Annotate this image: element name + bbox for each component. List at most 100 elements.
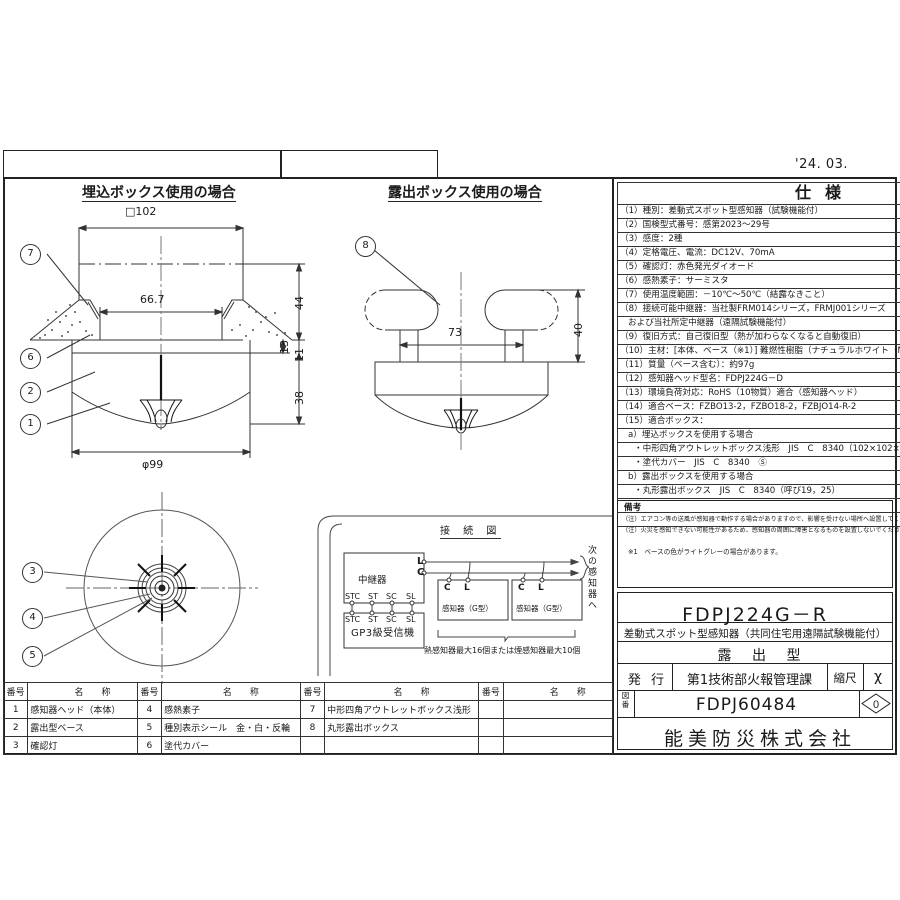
drawing-no-label: 図番 bbox=[617, 690, 635, 717]
table-row: 2 露出型ベース 5 種別表示シール 金・白・反輪 8 丸形露出ボックス bbox=[2, 718, 614, 737]
drawing-number: FDPJ60484 bbox=[634, 690, 860, 717]
balloon-3: 3 bbox=[22, 562, 43, 583]
scale-value-text: χ bbox=[873, 669, 883, 685]
detector2-terminal-c: C bbox=[518, 583, 525, 593]
part-name: 丸形露出ボックス bbox=[324, 718, 480, 737]
spec-row: ・中形四角アウトレットボックス浅形 JIS C 8340（102×102×44） bbox=[616, 442, 900, 457]
balloon-1: 1 bbox=[20, 414, 41, 435]
product-type: 露 出 型 bbox=[717, 648, 809, 664]
part-no: 2 bbox=[2, 718, 29, 737]
drawing-number-text: FDPJ60484 bbox=[695, 695, 798, 715]
parts-col-name-header: 名称 bbox=[324, 682, 480, 701]
spec-row: a）埋込ボックスを使用する場合 bbox=[616, 428, 900, 443]
balloon-5: 5 bbox=[22, 646, 43, 667]
company-name-text: 能美防災株式会社 bbox=[663, 728, 856, 750]
receiver-terminal-sc: SC bbox=[386, 615, 397, 624]
spec-row: （11）質量（ベース含む）：約97g bbox=[616, 358, 900, 373]
part-no: 7 bbox=[299, 700, 326, 719]
part-no: 3 bbox=[2, 736, 29, 755]
part-name: 確認灯 bbox=[27, 736, 138, 755]
part-no: 8 bbox=[299, 718, 326, 737]
title-block-issue-row bbox=[617, 663, 893, 691]
parts-col-no-header: 番号 bbox=[478, 682, 504, 701]
detector1-label: 感知器（G型） bbox=[442, 604, 493, 613]
detector2-terminal-l: L bbox=[538, 583, 544, 593]
capacity-note: 熱感知器最大16個または煙感知器最大10個 bbox=[424, 646, 581, 655]
balloon-4: 4 bbox=[22, 608, 43, 629]
product-description: 差動式スポット型感知器（共同住宅用遠隔試験機能付） bbox=[623, 628, 887, 640]
relay-terminal-st: ST bbox=[368, 592, 378, 601]
part-name: 塗代カバー bbox=[161, 736, 301, 755]
title-block-model-row: FDPJ224G－R bbox=[617, 594, 893, 626]
relay-terminal-sc: SC bbox=[386, 592, 397, 601]
part-name: 感熱素子 bbox=[161, 700, 301, 719]
part-no: 6 bbox=[136, 736, 163, 755]
scale-value: χ bbox=[863, 663, 893, 690]
part-name bbox=[324, 736, 480, 755]
table-row: 番号 名称 番号 名称 番号 名称 番号 名称 bbox=[2, 682, 614, 701]
specification-table: 仕様 （1）種別：差動式スポット型感知器（試験機能付） （2）国検型式番号：感第… bbox=[616, 182, 900, 527]
spec-row: （10）主材：[本体、ベース（※1）] 難燃性樹脂（ナチュラルホワイト（NAW）… bbox=[616, 344, 900, 359]
parts-col-no-header: 番号 bbox=[299, 682, 326, 701]
parts-col-name-header: 名称 bbox=[502, 682, 614, 701]
dim-phi-99: φ99 bbox=[142, 458, 164, 471]
spec-row: および当社所定中継器（遠隔試験機能付） bbox=[616, 316, 900, 331]
spec-row: b）露出ボックスを使用する場合 bbox=[616, 470, 900, 485]
title-block-number-row bbox=[617, 690, 893, 718]
part-no bbox=[478, 718, 504, 737]
part-name: 中形四角アウトレットボックス浅形 bbox=[324, 700, 480, 719]
spec-row: （2）国検型式番号：感第2023～29号 bbox=[616, 218, 900, 233]
wiring-diagram-title: 接 続 図 bbox=[440, 526, 502, 539]
next-detector-label: 次の感知器へ bbox=[586, 545, 596, 611]
part-name: 種別表示シール 金・白・反輪 bbox=[161, 718, 301, 737]
spec-row: （7）使用温度範囲：－10℃～50℃（結露なきこと） bbox=[616, 288, 900, 303]
part-name bbox=[502, 736, 614, 755]
part-no: 5 bbox=[136, 718, 163, 737]
spec-row: （9）復旧方式：自己復旧型（熱が加わらなくなると自動復旧） bbox=[616, 330, 900, 345]
dim-66-7: 66.7 bbox=[140, 293, 165, 306]
company-name: 能美防災株式会社 bbox=[617, 717, 893, 750]
part-no bbox=[478, 700, 504, 719]
scale-label: 縮尺 bbox=[827, 663, 864, 690]
spec-row: ・丸形露出ボックス JIS C 8340（呼び19，25） bbox=[616, 484, 900, 499]
parts-list-table: 番号 名称 番号 名称 番号 名称 番号 名称 1 感知器ヘッド（本体） 4 感… bbox=[2, 682, 614, 755]
spec-column-divider bbox=[612, 177, 899, 755]
relay-terminal-sl: SL bbox=[406, 592, 416, 601]
relay-terminal-l: L bbox=[417, 556, 424, 567]
spec-row: （15）適合ボックス： bbox=[616, 414, 900, 429]
part-no: 1 bbox=[2, 700, 29, 719]
scale-label-text: 縮尺 bbox=[833, 671, 857, 685]
receiver-terminal-sl: SL bbox=[406, 615, 416, 624]
title-block bbox=[617, 592, 893, 750]
dim-73: 73 bbox=[448, 326, 462, 339]
issue-label: 発 行 bbox=[617, 663, 673, 690]
detector2-label: 感知器（G型） bbox=[516, 604, 567, 613]
receiver-terminal-stc: STC bbox=[345, 615, 361, 624]
spec-row: （12）感知器ヘッド型名：FDPJ224G－D bbox=[616, 372, 900, 387]
view-title-exposed: 露出ボックス使用の場合 bbox=[388, 185, 542, 202]
spec-row: （1）種別：差動式スポット型感知器（試験機能付） bbox=[616, 204, 900, 219]
part-no bbox=[299, 736, 326, 755]
remarks-title: 備考 bbox=[624, 503, 642, 513]
title-block-description-row: 差動式スポット型感知器（共同住宅用遠隔試験機能付） bbox=[617, 622, 893, 642]
detector1-terminal-c: C bbox=[444, 583, 451, 593]
remark-line: （注）エアコン等の送風が感知器で動作する場合がありますので、影響を受けない場所へ… bbox=[622, 516, 900, 523]
spec-row: （4）定格電圧、電流：DC12V、70mA bbox=[616, 246, 900, 261]
view-title-embedded: 埋込ボックス使用の場合 bbox=[82, 185, 236, 202]
parts-col-name-header: 名称 bbox=[27, 682, 138, 701]
part-no: 4 bbox=[136, 700, 163, 719]
issue-department-text: 第1技術部火報管理課 bbox=[686, 673, 813, 688]
spec-row: （8）接続可能中継器：当社製FRM014シリーズ，FRMJ001シリーズ bbox=[616, 302, 900, 317]
part-name bbox=[502, 718, 614, 737]
parts-col-no-header: 番号 bbox=[2, 682, 29, 701]
receiver-label: GP3級受信機 bbox=[351, 628, 415, 639]
issue-department: 第1技術部火報管理課 bbox=[672, 663, 828, 690]
remarks-box bbox=[617, 500, 893, 588]
balloon-7: 7 bbox=[20, 244, 41, 265]
spec-row: （13）環境負荷対応：RoHS（10物質）適合（感知器ヘッド） bbox=[616, 386, 900, 401]
